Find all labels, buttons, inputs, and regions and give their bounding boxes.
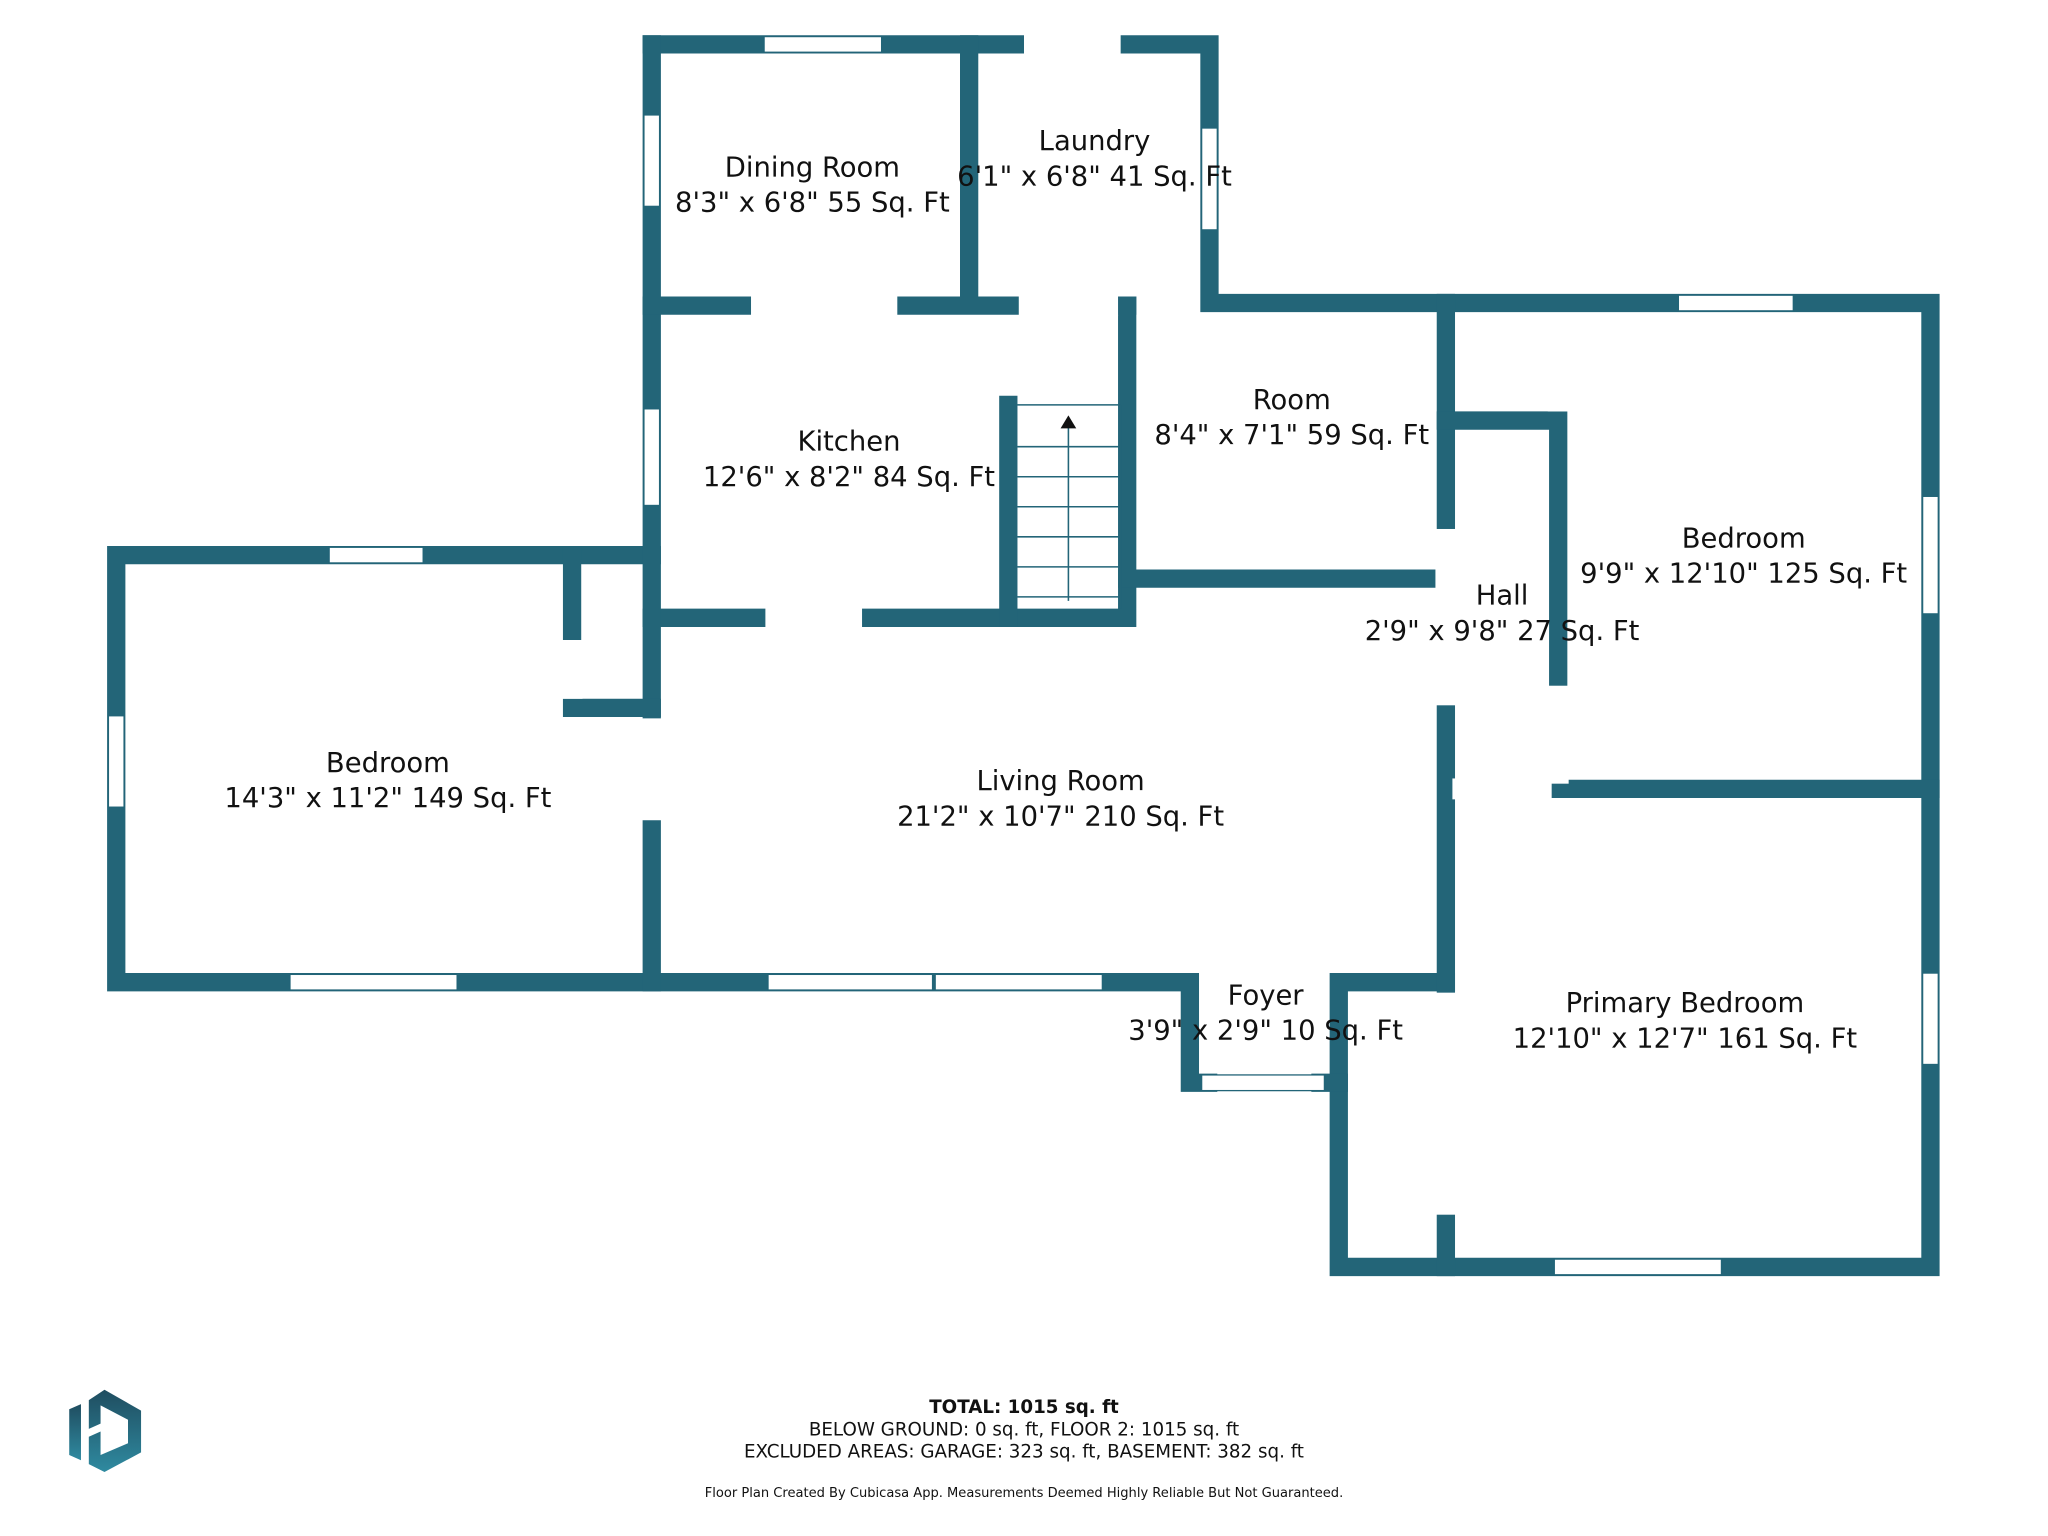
room-labels: Dining Room 8'3" x 6'8" 55 Sq. Ft Laundr…	[224, 126, 1907, 1054]
room-dims: 12'10" x 12'7" 161 Sq. Ft	[1513, 1024, 1858, 1055]
logo	[69, 1389, 142, 1472]
openings	[561, 33, 1569, 1215]
room-dims: 2'9" x 9'8" 27 Sq. Ft	[1365, 616, 1640, 647]
floor-areas: BELOW GROUND: 0 sq. ft, FLOOR 2: 1015 sq…	[809, 1419, 1239, 1440]
windows	[107, 35, 1939, 1276]
footer: TOTAL: 1015 sq. ft BELOW GROUND: 0 sq. f…	[705, 1397, 1343, 1501]
room-name: Primary Bedroom	[1566, 988, 1805, 1019]
disclaimer: Floor Plan Created By Cubicasa App. Meas…	[705, 1486, 1343, 1501]
room-name: Hall	[1476, 581, 1529, 612]
room-name: Bedroom	[1682, 523, 1806, 554]
room-dims: 12'6" x 8'2" 84 Sq. Ft	[703, 462, 995, 493]
excluded-areas: EXCLUDED AREAS: GARAGE: 323 sq. ft, BASE…	[744, 1442, 1304, 1463]
room-name: Kitchen	[797, 427, 900, 458]
staircase	[1017, 404, 1122, 609]
room-dims: 6'1" x 6'8" 41 Sq. Ft	[957, 161, 1232, 192]
room-dims: 3'9" x 2'9" 10 Sq. Ft	[1128, 1016, 1403, 1047]
room-name: Living Room	[976, 766, 1144, 797]
room-dims: 8'4" x 7'1" 59 Sq. Ft	[1154, 420, 1429, 451]
room-name: Room	[1253, 385, 1331, 416]
room-dims: 8'3" x 6'8" 55 Sq. Ft	[675, 188, 950, 219]
room-dims: 21'2" x 10'7" 210 Sq. Ft	[897, 801, 1224, 832]
logo-bar-icon	[69, 1404, 81, 1461]
stair-arrow-head-icon	[1060, 415, 1077, 429]
room-name: Laundry	[1039, 126, 1151, 157]
logo-d-icon	[88, 1389, 142, 1472]
room-dims: 9'9" x 12'10" 125 Sq. Ft	[1580, 559, 1907, 590]
walls	[107, 35, 1940, 1277]
room-name: Foyer	[1228, 980, 1305, 1011]
room-dims: 14'3" x 11'2" 149 Sq. Ft	[224, 783, 551, 814]
total-area: TOTAL: 1015 sq. ft	[929, 1397, 1119, 1418]
room-name: Dining Room	[725, 152, 900, 183]
room-name: Bedroom	[326, 748, 450, 779]
